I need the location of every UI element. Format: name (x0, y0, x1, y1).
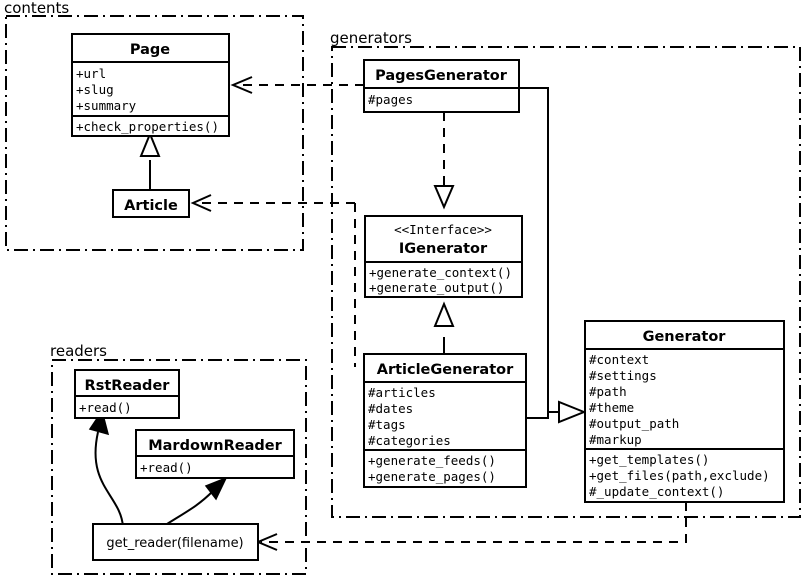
edge-pagesgenerator-depends-page (230, 76, 364, 94)
function-get-reader[interactable]: get_reader(filename) (92, 523, 259, 561)
edge-generator-depends-getreader (255, 502, 687, 551)
class-generator-title: Generator (643, 329, 727, 345)
edge-getreader-creates-rstreader (88, 409, 124, 528)
class-articlegenerator-method-0: +generate_feeds() (368, 453, 496, 468)
package-readers: readers (50, 342, 307, 575)
class-articlegenerator-attr-0: #articles (368, 385, 436, 400)
class-generator-attr-4: #output_path (589, 416, 679, 431)
class-generator-method-1: +get_files(path,exclude) (589, 468, 770, 483)
class-generator-attr-3: #theme (589, 400, 634, 415)
class-mardownreader-title: MardownReader (148, 438, 282, 454)
class-article-title: Article (124, 198, 178, 214)
class-page-attr-1: +slug (76, 82, 114, 97)
package-readers-label: readers (50, 342, 107, 360)
class-igenerator-title: IGenerator (399, 241, 488, 257)
class-generator-method-0: +get_templates() (589, 452, 709, 467)
package-contents-label: contents (4, 0, 69, 17)
class-pagesgenerator-title: PagesGenerator (375, 68, 508, 84)
class-mardownreader[interactable]: MardownReader +read() (135, 429, 295, 479)
class-page-attr-2: +summary (76, 98, 137, 113)
edge-getreader-creates-mardownreader (166, 476, 228, 525)
class-generator[interactable]: Generator #context #settings #path #them… (584, 320, 785, 503)
package-generators-border (331, 46, 801, 518)
edge-articlegenerator-depends-article (190, 194, 356, 367)
class-generator-attr-2: #path (589, 384, 627, 399)
class-articlegenerator-attr-3: #categories (368, 433, 451, 448)
class-rstreader[interactable]: RstReader +read() (74, 369, 180, 419)
class-generator-method-2: #_update_context() (589, 484, 724, 499)
class-generator-attr-0: #context (589, 352, 649, 367)
class-article[interactable]: Article (112, 189, 190, 218)
class-rstreader-method-0: +read() (79, 400, 132, 415)
class-articlegenerator-title: ArticleGenerator (377, 362, 514, 378)
package-generators: generators (330, 29, 801, 518)
class-pagesgenerator[interactable]: PagesGenerator #pages (363, 59, 520, 113)
class-page-attr-0: +url (76, 66, 106, 81)
package-generators-label: generators (330, 29, 412, 47)
edge-pagesgenerator-inherits-generator (519, 87, 549, 412)
class-page-method-0: +check_properties() (76, 119, 219, 134)
edge-articlegenerator-inherits-igenerator (433, 301, 455, 354)
class-generator-attr-5: #markup (589, 432, 642, 447)
class-articlegenerator-attr-2: #tags (368, 417, 406, 432)
function-get-reader-label: get_reader(filename) (106, 536, 243, 551)
package-contents-border (5, 15, 304, 251)
edge-article-inherits-page (139, 131, 161, 190)
class-igenerator[interactable]: <<Interface>> IGenerator +generate_conte… (364, 215, 523, 298)
class-page[interactable]: Page +url +slug +summary +check_properti… (71, 33, 230, 137)
class-igenerator-method-0: +generate_context() (369, 265, 512, 280)
class-pagesgenerator-attr-0: #pages (368, 92, 413, 107)
class-mardownreader-method-0: +read() (140, 460, 193, 475)
package-readers-border (51, 359, 307, 575)
edge-pagesgenerator-realizes-igenerator (433, 112, 455, 210)
class-articlegenerator-method-1: +generate_pages() (368, 469, 496, 484)
class-rstreader-title: RstReader (85, 378, 171, 394)
class-articlegenerator-attr-1: #dates (368, 401, 413, 416)
class-page-title: Page (130, 42, 170, 58)
edge-articlegenerator-inherits-generator (526, 400, 587, 424)
class-generator-attr-1: #settings (589, 368, 657, 383)
package-contents: contents (4, 0, 304, 251)
class-igenerator-stereotype: <<Interface>> (394, 222, 492, 237)
class-igenerator-method-1: +generate_output() (369, 280, 504, 295)
class-articlegenerator[interactable]: ArticleGenerator #articles #dates #tags … (363, 353, 527, 488)
